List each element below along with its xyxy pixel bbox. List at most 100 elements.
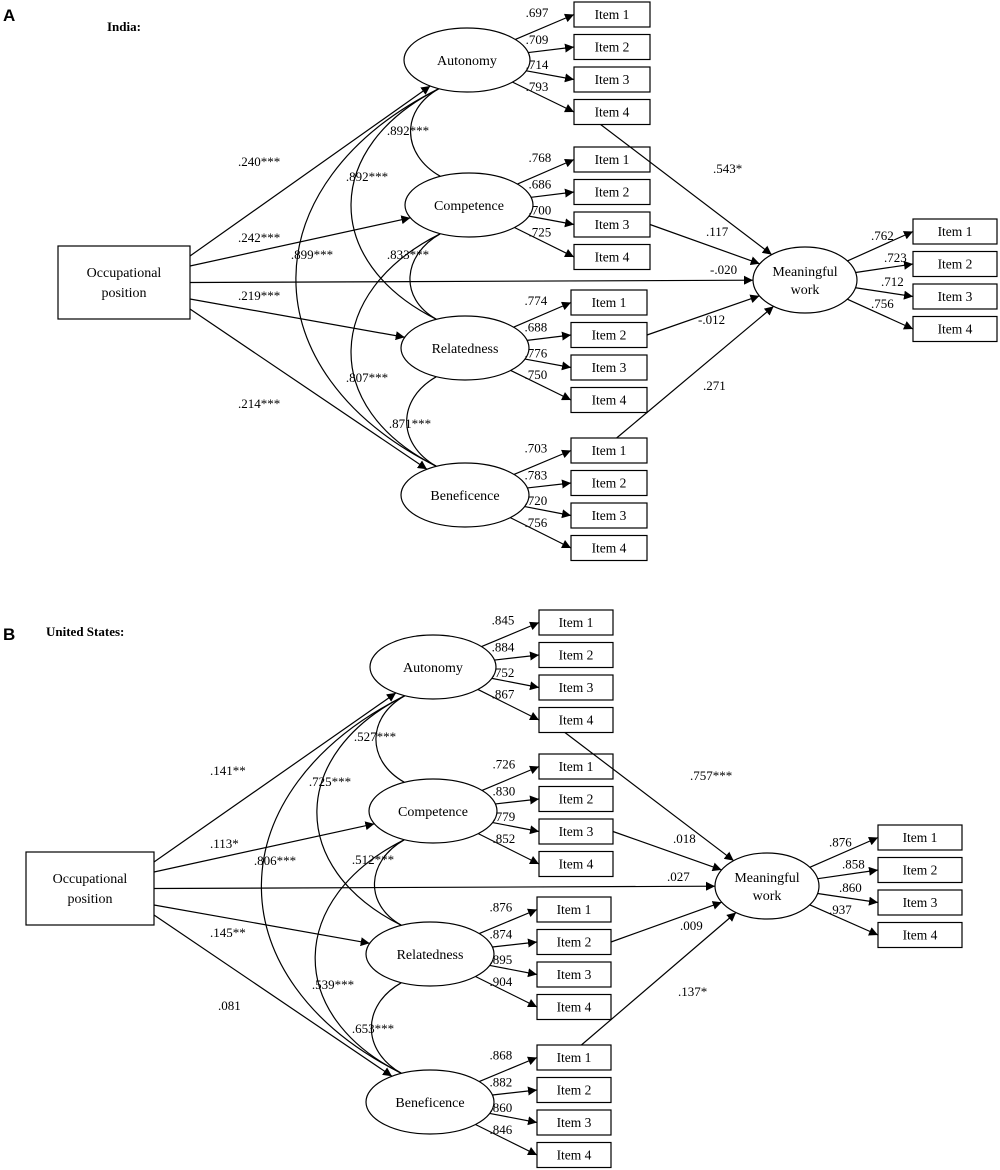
loading-arrow bbox=[475, 975, 538, 1008]
a-path-arrow bbox=[153, 821, 375, 873]
item-box bbox=[536, 1141, 612, 1169]
need-ellipse bbox=[400, 315, 530, 381]
meaningful-work-label: Meaningful bbox=[734, 871, 799, 886]
need-ellipse bbox=[368, 778, 498, 844]
correlation-label: .806*** bbox=[254, 853, 296, 868]
panel-letter: B bbox=[3, 625, 15, 644]
outcome-item-label: Item 2 bbox=[903, 863, 938, 878]
item-label: Item 4 bbox=[559, 713, 594, 728]
item-label: Item 3 bbox=[595, 72, 630, 87]
panel-a: AIndia:.892***.833***.871***.892***.807*… bbox=[3, 1, 998, 562]
item-label: Item 2 bbox=[557, 935, 592, 950]
loading-arrow bbox=[492, 821, 540, 835]
item-label: Item 3 bbox=[557, 1115, 592, 1130]
outcome-item-label: Item 3 bbox=[903, 895, 938, 910]
a-path-label: .240*** bbox=[238, 154, 280, 169]
outcome-loading-arrow bbox=[809, 836, 879, 868]
loading-label: .768 bbox=[529, 150, 552, 165]
occupational-position-box bbox=[25, 851, 155, 926]
occupational-position-label: Occupational bbox=[87, 266, 162, 281]
item-box bbox=[570, 469, 648, 497]
item-label: Item 3 bbox=[592, 360, 627, 375]
correlation-label: .833*** bbox=[387, 247, 429, 262]
a-path-label: .113* bbox=[210, 836, 239, 851]
outcome-item-label: Item 2 bbox=[938, 257, 973, 272]
item-label: Item 3 bbox=[557, 967, 592, 982]
outcome-item-box bbox=[877, 824, 963, 851]
loading-label: .876 bbox=[490, 900, 513, 915]
loading-arrow bbox=[526, 70, 575, 83]
loading-label: .867 bbox=[492, 687, 515, 702]
loading-label: .686 bbox=[529, 177, 552, 192]
item-label: Item 3 bbox=[559, 680, 594, 695]
loading-label: .793 bbox=[526, 79, 549, 94]
need-ellipse bbox=[404, 172, 534, 238]
item-box bbox=[570, 534, 648, 562]
item-box bbox=[538, 785, 614, 813]
loading-label: .904 bbox=[490, 974, 513, 989]
item-label: Item 2 bbox=[559, 792, 594, 807]
meaningful-work-ellipse bbox=[714, 852, 820, 920]
outcome-loading-arrow bbox=[817, 866, 879, 880]
occupational-position-label: position bbox=[67, 892, 112, 907]
item-box bbox=[573, 98, 651, 126]
item-box bbox=[570, 502, 648, 529]
loading-arrow bbox=[477, 833, 540, 865]
loading-label: .714 bbox=[526, 57, 549, 72]
outcome-loading-label: .858 bbox=[842, 856, 865, 871]
item-label: Item 1 bbox=[595, 7, 630, 22]
loading-label: .726 bbox=[493, 756, 516, 771]
loading-label: .830 bbox=[493, 783, 516, 798]
item-box bbox=[538, 753, 614, 780]
need-ellipse bbox=[365, 921, 495, 987]
loading-label: .756 bbox=[525, 515, 548, 530]
b-path-arrow bbox=[564, 732, 735, 862]
item-box bbox=[573, 33, 651, 61]
outcome-loading-arrow bbox=[847, 230, 914, 262]
need-ellipse bbox=[365, 1069, 495, 1135]
need-ellipse bbox=[400, 462, 530, 528]
correlation-label: .899*** bbox=[291, 247, 333, 262]
item-label: Item 1 bbox=[559, 759, 594, 774]
need-label: Competence bbox=[398, 805, 468, 820]
b-path-label: .018 bbox=[673, 831, 696, 846]
loading-label: .703 bbox=[525, 440, 548, 455]
correlation-curve bbox=[350, 233, 441, 467]
correlation-curve bbox=[316, 695, 405, 926]
need-ellipse bbox=[369, 634, 497, 700]
b-path-arrow bbox=[649, 223, 760, 265]
loading-arrow bbox=[492, 938, 538, 948]
item-box bbox=[538, 850, 614, 878]
outcome-item-box bbox=[912, 283, 998, 310]
loading-label: .720 bbox=[525, 493, 548, 508]
loading-arrow bbox=[495, 795, 540, 805]
outcome-item-box bbox=[877, 921, 963, 949]
correlation-curve bbox=[314, 839, 405, 1074]
correlation-label: .653*** bbox=[352, 1021, 394, 1036]
occupational-position-label: position bbox=[101, 286, 146, 301]
correlation-curve bbox=[409, 88, 441, 177]
loading-label: .882 bbox=[490, 1074, 513, 1089]
item-box bbox=[570, 437, 648, 464]
loading-arrow bbox=[517, 158, 575, 185]
loading-arrow bbox=[491, 677, 540, 691]
b-path-label: .009 bbox=[680, 918, 703, 933]
loading-label: .697 bbox=[526, 5, 549, 20]
item-box bbox=[573, 1, 651, 28]
correlation-curve bbox=[406, 376, 437, 467]
item-label: Item 1 bbox=[557, 902, 592, 917]
item-label: Item 2 bbox=[557, 1083, 592, 1098]
b-path-arrow bbox=[600, 124, 773, 256]
loading-arrow bbox=[513, 301, 572, 328]
item-box bbox=[573, 178, 651, 206]
outcome-loading-label: .860 bbox=[839, 880, 862, 895]
panel-title: India: bbox=[107, 19, 141, 34]
a-path-label: .141** bbox=[210, 763, 246, 778]
loading-arrow bbox=[477, 688, 540, 721]
loading-arrow bbox=[512, 81, 575, 113]
meaningful-work-label: Meaningful bbox=[772, 265, 837, 280]
loading-arrow bbox=[528, 43, 575, 54]
correlation-label: .892*** bbox=[346, 169, 388, 184]
b-path-arrow bbox=[646, 294, 760, 336]
